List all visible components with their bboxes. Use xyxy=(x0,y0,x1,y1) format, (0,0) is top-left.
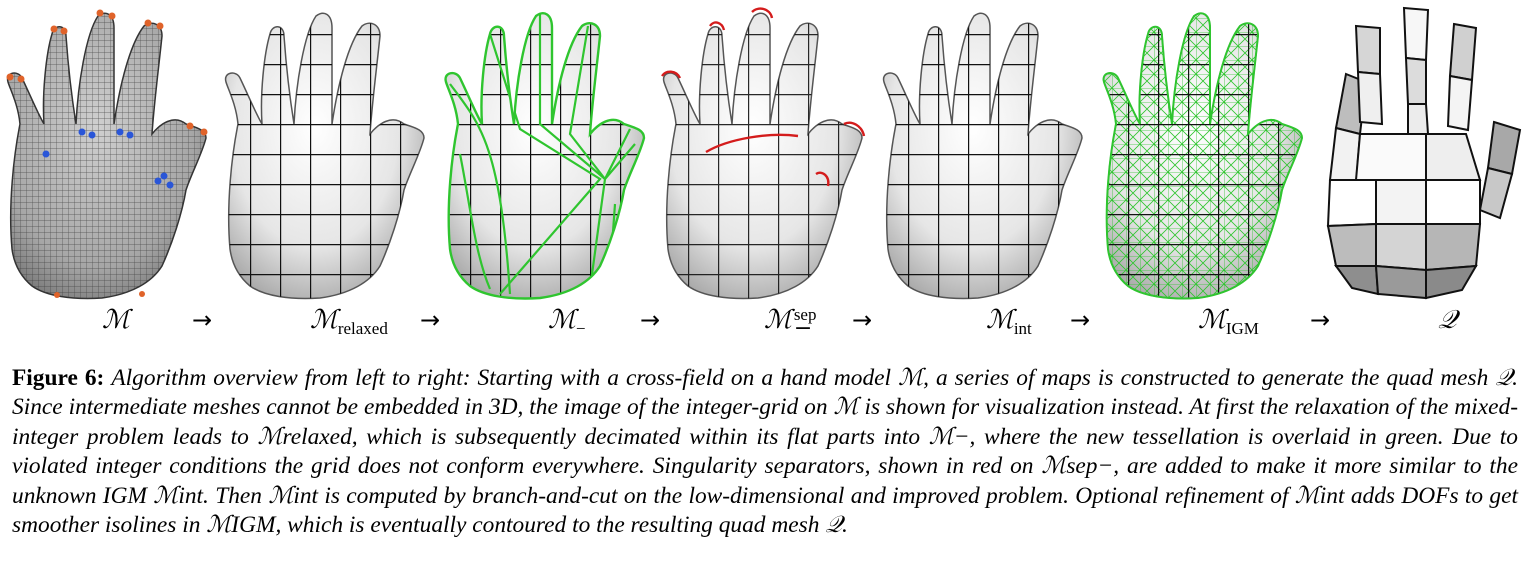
label-m-minus: ℳ− xyxy=(548,305,586,339)
hand-model-m-igm xyxy=(1102,12,1303,300)
hand-model-m-minus xyxy=(444,12,646,300)
label-m: ℳ xyxy=(102,305,130,335)
hand-model-m-int xyxy=(882,12,1083,300)
label-m-igm: ℳIGM xyxy=(1198,305,1259,339)
arrow-6: → xyxy=(1310,306,1331,334)
arrow-3: → xyxy=(640,306,661,334)
hand-model-m-relaxed xyxy=(224,12,425,300)
hand-model-m-minus-sep xyxy=(661,7,866,300)
label-q: 𝒬 xyxy=(1438,305,1457,335)
quad-mesh-q xyxy=(1326,6,1522,300)
caption-label: Figure 6: xyxy=(12,365,105,391)
arrow-2: → xyxy=(420,306,441,334)
figure-caption: Figure 6: Algorithm overview from left t… xyxy=(12,364,1518,540)
label-m-int: ℳint xyxy=(986,305,1032,339)
arrow-1: → xyxy=(192,306,213,334)
arrow-4: → xyxy=(852,306,873,334)
arrow-5: → xyxy=(1070,306,1091,334)
figure-hands xyxy=(6,6,1522,300)
label-m-relaxed: ℳrelaxed xyxy=(310,305,388,339)
caption-text: Algorithm overview from left to right: S… xyxy=(12,365,1518,539)
hand-model-m xyxy=(6,9,208,300)
